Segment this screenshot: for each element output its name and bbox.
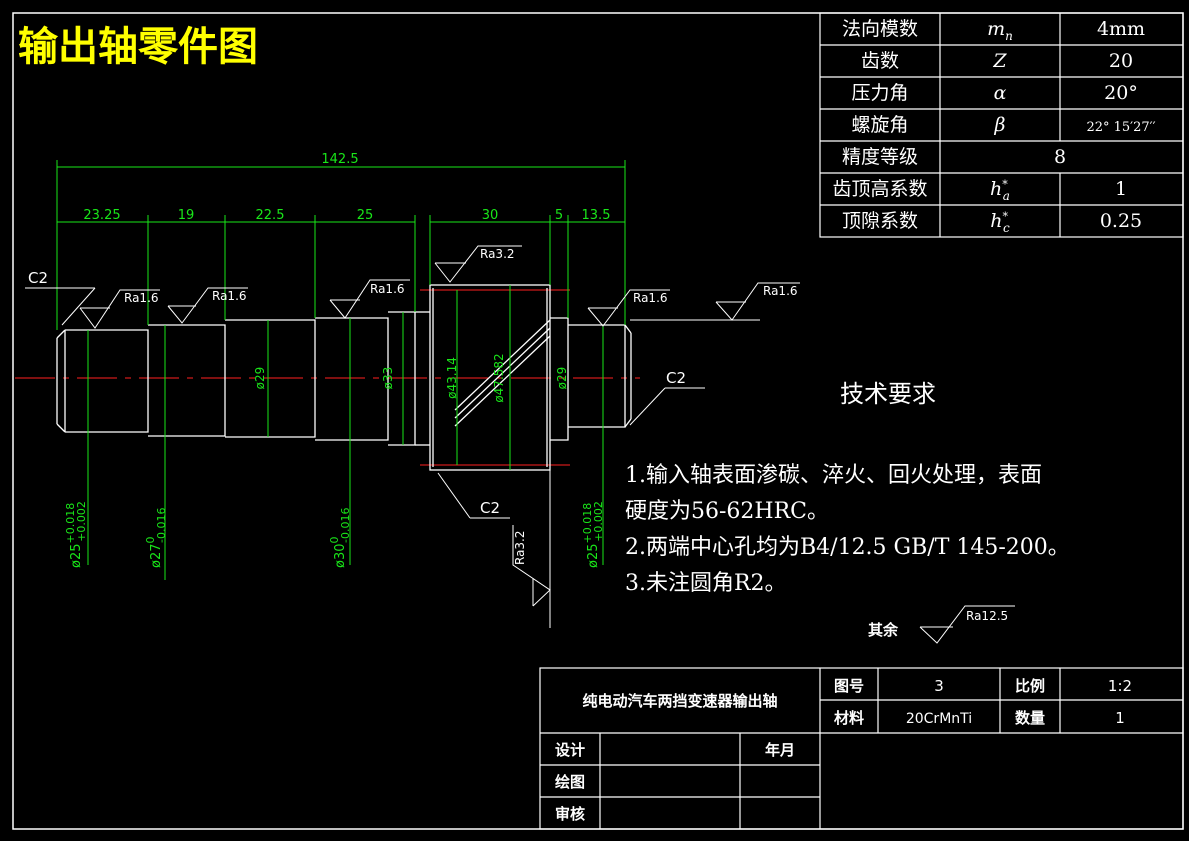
- segment-length-dim: 19: [178, 208, 195, 223]
- material-value: 20CrMnTi: [906, 711, 972, 727]
- gear-param-symbol: Z: [992, 50, 1007, 72]
- tech-req-line-4: 3.未注圆角R2。: [625, 571, 787, 596]
- scale-value: 1:2: [1108, 677, 1132, 695]
- gear-param-value: 20°: [1104, 82, 1138, 104]
- dimension-lines: [56, 160, 626, 580]
- draw-label: 绘图: [555, 773, 585, 791]
- material-label: 材料: [834, 709, 864, 727]
- roughness-label: Ra1.6: [124, 291, 159, 305]
- tolerance-dim: ø25+0.018+0.002: [64, 501, 88, 568]
- part-name: 纯电动汽车两挡变速器输出轴: [582, 692, 777, 710]
- tolerance-dim: ø25+0.018+0.002: [581, 501, 605, 568]
- gear-parameter-rows: 法向模数 mn 4mm 齿数 Z 20 压力角 α 20° 螺旋角 β 22° 15′27′′ 精度等级…: [832, 18, 1155, 235]
- gear-param-name: 法向模数: [842, 18, 918, 40]
- gear-param-name: 齿数: [861, 50, 899, 72]
- gear-param-value: 0.25: [1100, 210, 1142, 232]
- gear-param-symbol: α: [994, 82, 1007, 104]
- other-roughness-label: 其余: [868, 621, 899, 639]
- chamfer-label: C2: [480, 499, 500, 517]
- title-block: [539, 667, 1184, 830]
- tolerance-dim: ø270-0.016: [144, 508, 168, 568]
- gear-param-value: 4mm: [1097, 18, 1145, 40]
- gear-param-name: 齿顶高系数: [832, 178, 927, 200]
- scale-label: 比例: [1015, 677, 1045, 695]
- gear-param-name: 顶隙系数: [842, 210, 918, 232]
- shaft-outline: [56, 284, 632, 471]
- roughness-symbols: [25, 245, 1015, 644]
- title-block-texts: 纯电动汽车两挡变速器输出轴 图号 3 比例 1:2 材料 20CrMnTi 数量…: [555, 677, 1132, 823]
- technical-requirements: 技术要求 1.输入轴表面渗碳、淬火、回火处理，表面 硬度为56-62HRC。 2…: [625, 380, 1070, 639]
- diameter-dim: ø29: [253, 367, 267, 390]
- roughness-label: Ra1.6: [370, 282, 405, 296]
- qty-label: 数量: [1015, 709, 1045, 727]
- date-label: 年月: [765, 741, 795, 759]
- segment-length-dim: 5: [555, 208, 563, 223]
- gear-param-name: 螺旋角: [851, 114, 908, 136]
- diameter-dim: ø33: [381, 367, 395, 390]
- drawing-no-label: 图号: [834, 677, 864, 695]
- gear-parameter-table: [819, 12, 1184, 238]
- qty-value: 1: [1115, 709, 1125, 727]
- gear-param-value: 20: [1109, 50, 1133, 72]
- gear-param-name: 精度等级: [842, 146, 918, 168]
- diameter-dim: ø29: [555, 367, 569, 390]
- tolerance-dim: ø300-0.016: [328, 508, 352, 568]
- tech-req-line-1: 1.输入轴表面渗碳、淬火、回火处理，表面: [625, 463, 1042, 488]
- roughness-label: Ra3.2: [513, 530, 527, 565]
- diameter-dim: ø43.14: [445, 357, 459, 399]
- drawing-title: 输出轴零件图: [18, 24, 258, 70]
- drawing-no: 3: [934, 677, 944, 695]
- design-label: 设计: [555, 741, 585, 759]
- roughness-label: Ra1.6: [212, 289, 247, 303]
- gear-param-symbol: β: [994, 114, 1006, 136]
- tech-req-heading: 技术要求: [840, 380, 936, 408]
- segment-length-dim: 30: [482, 208, 499, 223]
- segment-length-dim: 22.5: [256, 208, 285, 223]
- gear-param-name: 压力角: [851, 82, 908, 104]
- overall-length-dim: 142.5: [321, 152, 358, 167]
- gear-param-value: 8: [1054, 146, 1066, 168]
- segment-length-dim: 25: [357, 208, 374, 223]
- gear-param-symbol: h*a: [990, 178, 1010, 203]
- roughness-label: Ra1.6: [633, 291, 668, 305]
- segment-length-dim: 23.25: [83, 208, 120, 223]
- gear-param-symbol: h*c: [990, 210, 1010, 235]
- diameter-dim: ø47.582: [492, 353, 506, 402]
- roughness-label: Ra3.2: [480, 247, 515, 261]
- chamfer-label: C2: [28, 269, 48, 287]
- dimension-texts: 142.5 23.25 19 22.5 25 30 5 13.5 ø29 ø33 ø43.14 ø47…: [64, 152, 610, 568]
- segment-length-dim: 13.5: [582, 208, 611, 223]
- other-roughness-value: Ra12.5: [966, 609, 1008, 623]
- tech-req-line-2: 硬度为56-62HRC。: [625, 499, 829, 524]
- gear-param-value: 22° 15′27′′: [1086, 120, 1155, 135]
- roughness-label: Ra1.6: [763, 284, 798, 298]
- check-label: 审核: [555, 805, 585, 823]
- gear-param-value: 1: [1115, 178, 1127, 200]
- gear-param-symbol: mn: [987, 18, 1013, 43]
- tech-req-line-3: 2.两端中心孔均为B4/12.5 GB/T 145-200。: [625, 535, 1070, 560]
- chamfer-label: C2: [666, 369, 686, 387]
